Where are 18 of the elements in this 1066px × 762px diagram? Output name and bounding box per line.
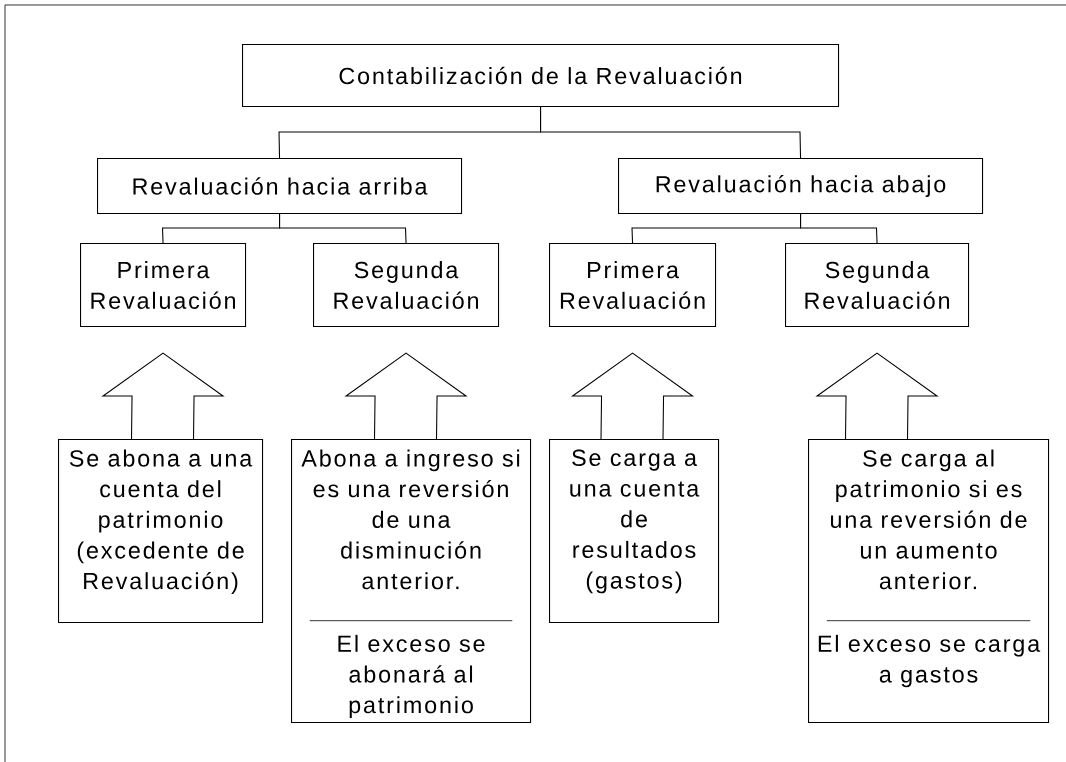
block-arrow [815, 352, 939, 440]
text-box: Revaluación hacia arriba [97, 158, 463, 215]
text-box: Contabilización de la Revaluación [242, 44, 840, 108]
block-arrow [344, 352, 468, 440]
connector-line [540, 106, 802, 159]
text-box: Se carga a una cuenta de resultados (gastos) [549, 439, 720, 624]
connector-line [800, 213, 878, 244]
block-arrow [101, 352, 225, 440]
connector-line [279, 213, 407, 244]
text-box: Abona a ingreso si es una reversión de una disminución anterior. El exceso se abonará al patrimonio [291, 439, 532, 724]
text-box: Revaluación hacia abajo [618, 158, 984, 215]
text-box: Primera Revaluación [80, 243, 247, 328]
text-box: Segunda Revaluación [785, 243, 970, 328]
text-box: Se carga al patrimonio si es una reversión de un aumento anterior. El exceso se carga a gastos [808, 439, 1050, 724]
block-arrow [570, 352, 695, 440]
text-box: Primera Revaluación [549, 243, 717, 328]
text-box: Se abona a una cuenta del patrimonio (excedente de Revaluación) [58, 439, 264, 624]
text-box: Segunda Revaluación [313, 243, 500, 328]
